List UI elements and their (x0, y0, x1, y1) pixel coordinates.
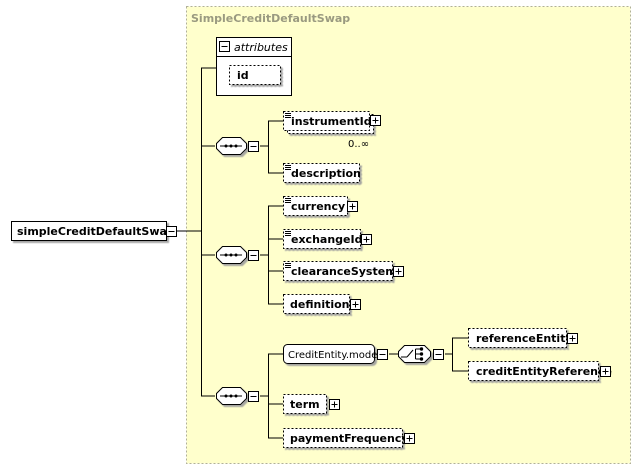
choice-switch-icon (401, 347, 424, 361)
expand-icon[interactable] (347, 201, 358, 212)
text-content-icon (285, 263, 291, 268)
expand-icon[interactable] (404, 433, 415, 444)
connector-lines (177, 67, 468, 439)
element-creditEntityReference[interactable]: creditEntityReference (468, 361, 613, 381)
expand-icon[interactable] (600, 366, 611, 377)
element-exchangeId-label: exchangeId (291, 233, 362, 246)
root-element[interactable]: simpleCreditDefaultSwap (11, 221, 177, 241)
attributes-collapse-icon[interactable] (219, 41, 230, 52)
choice-collapse-icon[interactable] (433, 349, 444, 360)
element-paymentFrequency[interactable]: paymentFrequency (283, 428, 415, 448)
choice-compositor (398, 345, 444, 363)
root-element-label: simpleCreditDefaultSwap (17, 225, 175, 238)
occurrence-label: 0..∞ (348, 139, 369, 150)
attribute-id-label: id (237, 69, 249, 82)
text-content-icon (285, 113, 291, 118)
expand-icon[interactable] (393, 266, 404, 277)
group-CreditEntity-model[interactable]: CreditEntity.model (283, 344, 388, 364)
element-creditEntityReference-label: creditEntityReference (476, 365, 612, 378)
text-content-icon (285, 198, 291, 203)
element-referenceEntity-label: referenceEntity (476, 332, 573, 345)
sequence-1-collapse-icon[interactable] (248, 141, 259, 152)
expand-icon[interactable] (370, 115, 381, 126)
element-definition[interactable]: definition (283, 294, 361, 314)
expand-icon[interactable] (361, 234, 372, 245)
root-collapse-icon[interactable] (166, 226, 177, 237)
text-content-icon (285, 231, 291, 236)
expand-icon[interactable] (329, 399, 340, 410)
expand-icon[interactable] (350, 299, 361, 310)
element-clearanceSystem-label: clearanceSystem (291, 265, 397, 278)
element-instrumentId-label: instrumentId (291, 115, 372, 128)
element-referenceEntity[interactable]: referenceEntity (468, 328, 578, 348)
text-content-icon (285, 165, 291, 170)
element-description[interactable]: description (283, 163, 361, 183)
element-description-label: description (291, 167, 361, 180)
attributes-title: attributes (234, 41, 288, 54)
element-term-label: term (290, 398, 320, 411)
element-clearanceSystem[interactable]: clearanceSystem (283, 261, 404, 281)
element-exchangeId[interactable]: exchangeId (283, 229, 372, 249)
element-currency[interactable]: currency (283, 196, 358, 216)
element-instrumentId[interactable]: instrumentId 0..∞ (283, 111, 381, 151)
group-CreditEntity-model-label: CreditEntity.model (288, 350, 380, 361)
type-title: SimpleCreditDefaultSwap (191, 12, 350, 25)
attribute-id[interactable]: id (229, 65, 281, 85)
sequence-compositor-3 (216, 387, 259, 405)
sequence-3-collapse-icon[interactable] (248, 391, 259, 402)
sequence-2-collapse-icon[interactable] (248, 250, 259, 261)
element-term[interactable]: term (283, 394, 340, 414)
expand-icon[interactable] (567, 333, 578, 344)
element-currency-label: currency (291, 200, 345, 213)
sequence-compositor-1 (216, 137, 259, 155)
sequence-compositor-2 (216, 246, 259, 264)
attributes-box: attributes id (216, 37, 292, 96)
group-collapse-icon[interactable] (377, 349, 388, 360)
element-definition-label: definition (290, 298, 350, 311)
element-paymentFrequency-label: paymentFrequency (290, 432, 409, 445)
